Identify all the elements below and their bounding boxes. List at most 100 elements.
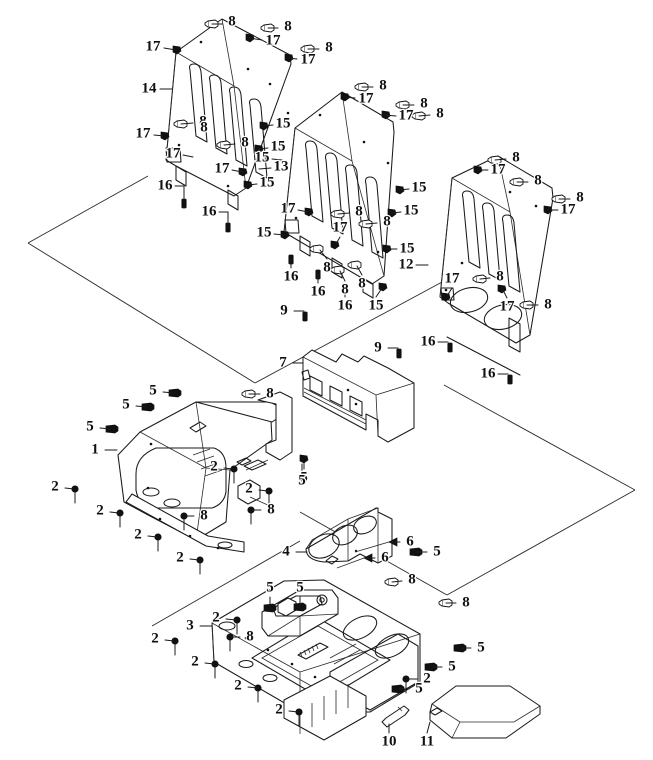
leader-line [258,167,272,170]
leader-line [356,265,363,276]
callout-c43: 15 [369,297,384,313]
callout-c68: 4 [282,543,290,559]
fastener-pin-dark [396,348,402,359]
leader-line [343,96,356,99]
fastener-nut-dark [280,230,290,240]
leader-line [163,47,177,51]
callout-c85: 2 [234,677,242,693]
leader-line [391,580,403,583]
fastener-bolt-dark [168,388,182,398]
callout-c29: 15 [412,179,427,195]
callout-c27: 17 [561,201,577,217]
callout-c35: 15 [257,224,272,240]
callout-c3: 17 [266,32,282,48]
leader-line [174,185,185,199]
callout-c33: 8 [383,213,391,229]
leader-line [287,57,298,60]
leader-line [426,721,431,734]
callout-c54: 5 [149,382,157,398]
leader-line [337,212,350,215]
leader-lines [64,23,571,734]
callout-c23: 16 [202,203,218,219]
callout-c60: 2 [96,502,104,518]
callout-c52: 7 [279,354,287,370]
callout-c18: 13 [274,158,289,174]
fastener-bolt-pin [233,616,241,635]
callout-c13: 17 [136,125,152,141]
panel-12-right [439,155,554,376]
callout-c88: 11 [420,733,434,749]
callout-c70: 6 [381,549,389,565]
leader-line [218,211,229,223]
callout-c16: 17 [166,145,182,161]
leader-line [248,37,263,41]
fastener-pin-dark [225,222,231,233]
callout-c9: 17 [359,90,375,106]
callout-c55: 5 [122,396,130,412]
callout-c64: 8 [200,507,208,523]
fastener-bolt-light [330,265,345,275]
callout-c25: 17 [491,161,507,177]
callout-c51: 9 [374,339,382,355]
callout-c11: 17 [399,107,415,123]
callout-c20: 17 [215,160,231,176]
part-10-latch-rod [381,705,410,728]
callout-c76: 5 [477,639,485,655]
callout-c17: 15 [271,138,286,154]
leader-line [365,222,378,225]
leader-line [180,122,194,125]
callout-c42: 8 [358,275,366,291]
part-11-floor-mat [429,685,541,739]
callout-c30: 15 [404,202,419,218]
part-4-cup-holder [305,507,393,565]
callout-c22: 16 [158,177,174,193]
fastener-bolt-pin [180,512,188,531]
leader-line [182,154,194,158]
part-7-console-cover [301,349,415,443]
callout-c48: 16 [421,333,437,349]
callout-c26: 8 [534,172,542,188]
fastener-bolt-pin [71,485,79,504]
callout-c24: 8 [512,149,520,165]
fastener-nut-dark [299,454,309,464]
leader-line [319,249,328,260]
leader-line [64,487,75,490]
fastener-bolt-dark [105,424,119,434]
fastener-pin-dark [447,342,453,353]
callout-c8: 8 [379,77,387,93]
leader-line [153,134,165,137]
fastener-bolt-dark [293,602,307,612]
leader-line [375,287,383,298]
leader-line [109,511,120,514]
callout-c78: 2 [423,670,431,686]
callout-c19: 8 [436,105,444,121]
fastener-nut-dark [172,45,182,55]
callout-c32: 17 [281,200,297,216]
callout-c81: 2 [212,609,220,625]
part-1-right-rail [195,391,293,507]
panel-13-center [283,91,395,299]
leader-line [164,639,175,642]
callout-c5: 17 [301,51,317,67]
callout-c89: 15 [255,149,270,165]
leader-line [147,535,158,538]
leader-line [494,158,507,161]
callout-c45: 17 [500,298,516,314]
fastener-bolt-dark [263,603,277,613]
leader-line [418,114,431,117]
fastener-bolt-pin [230,465,238,484]
leader-line [257,147,269,150]
leader-line [479,277,491,280]
callout-c53: 5 [300,469,308,485]
callout-c12: 8 [199,113,207,129]
fastener-bolt-light [347,260,362,270]
leader-line [335,236,341,245]
fastener-nut-dark [304,207,314,217]
callout-c4: 8 [325,39,333,55]
leader-line [246,183,258,186]
callout-c1: 8 [228,13,236,29]
callout-c44: 17 [445,270,461,286]
callout-c10: 8 [420,95,428,111]
fastener-bolt-dark [409,547,423,557]
